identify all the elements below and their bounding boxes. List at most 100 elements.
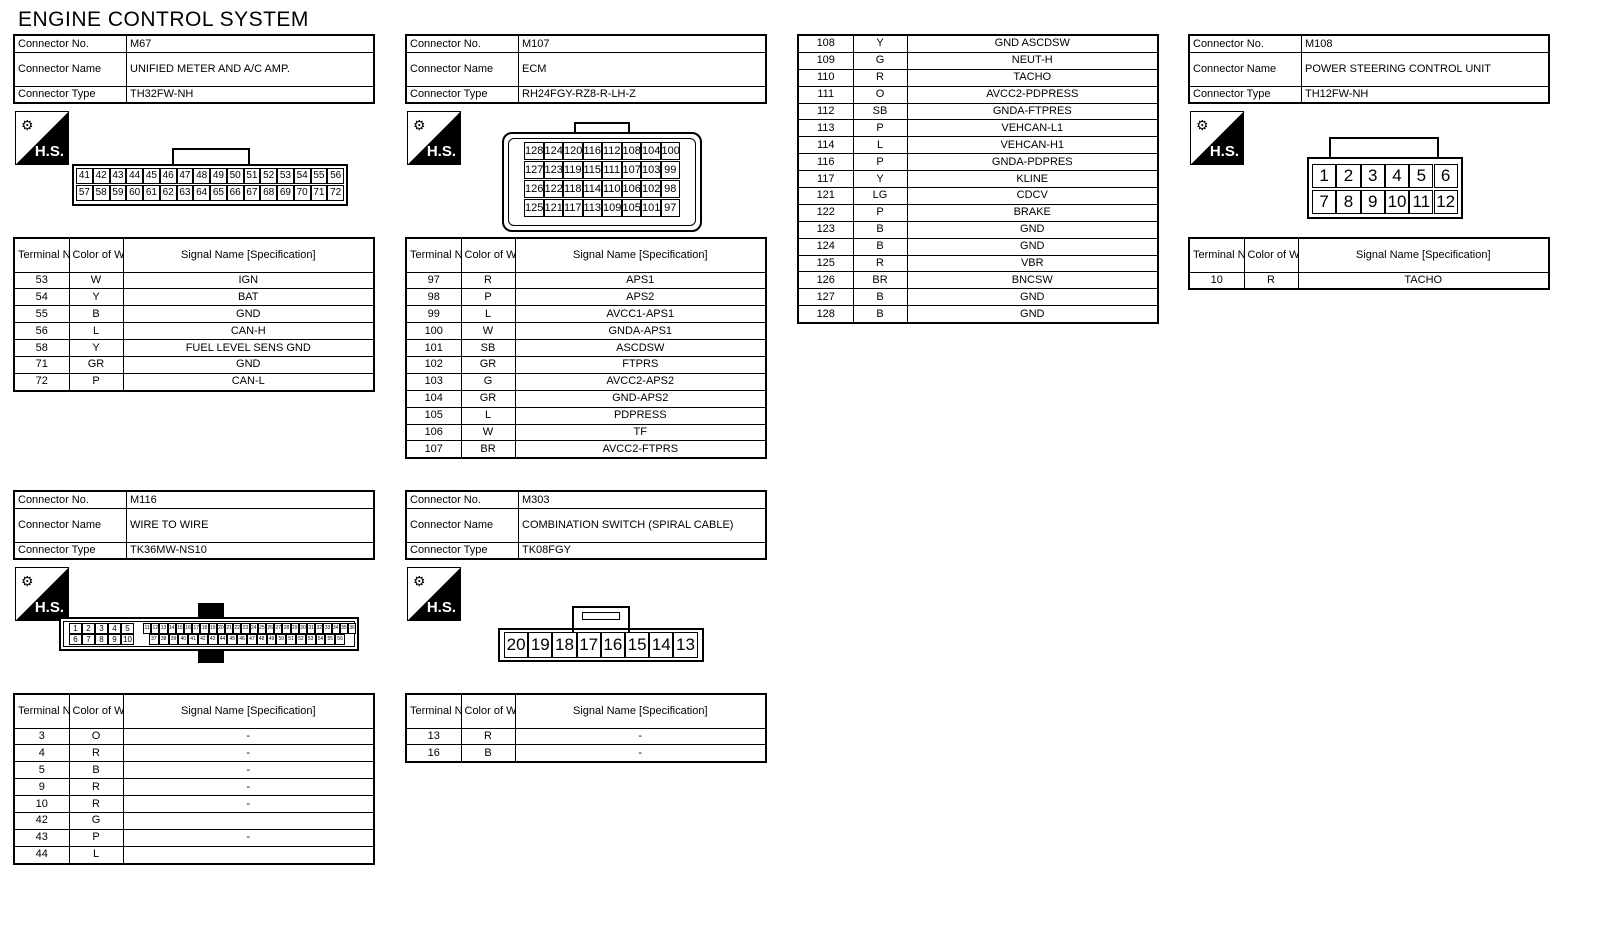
terminal-no-cell: 114	[797, 136, 854, 155]
color-of-wire-header: Color of Wire	[68, 693, 124, 729]
label-connector-name: Connector Name	[405, 507, 519, 543]
wire-color-cell: G	[852, 51, 908, 70]
connector-pin: 22	[233, 623, 242, 634]
signal-name-cell: -	[122, 761, 375, 780]
wire-color-cell: GR	[68, 355, 124, 374]
connector-pin: 11	[1409, 190, 1434, 214]
signal-name-cell: -	[514, 744, 767, 763]
connector-no-value: M108	[1301, 34, 1550, 53]
connector-pin: 102	[641, 180, 661, 198]
connector-pin: 113	[582, 199, 602, 217]
signal-name-cell: VBR	[906, 254, 1159, 273]
terminal-no-cell: 43	[13, 828, 70, 847]
signal-name-cell: -	[122, 727, 375, 746]
wire-color-cell: O	[852, 85, 908, 104]
wire-color-cell: L	[460, 406, 516, 425]
connector-pin: 51	[286, 634, 296, 645]
connector-pin: 49	[266, 634, 277, 645]
signal-name-cell: CAN-L	[122, 372, 375, 392]
connector-pin: 7	[82, 634, 95, 645]
signal-name-cell: AVCC2-APS2	[514, 372, 767, 391]
terminal-no-header: Terminal No.	[13, 237, 70, 273]
label-connector-name: Connector Name	[13, 507, 127, 543]
wire-color-cell: R	[852, 254, 908, 273]
wire-color-cell: R	[460, 727, 516, 746]
connector-pin: 13	[159, 623, 168, 634]
terminal-no-cell: 56	[13, 322, 70, 341]
connector-pin: 4	[1384, 164, 1410, 188]
connector-pin: 117	[563, 199, 583, 217]
signal-name-cell: KLINE	[906, 170, 1159, 189]
connector-pin: 1	[1312, 164, 1337, 188]
wire-color-cell: G	[68, 811, 124, 830]
connector-pin: 70	[293, 185, 311, 201]
connector-pin: 110	[602, 180, 622, 198]
wire-color-cell: R	[852, 68, 908, 87]
wire-color-cell: Y	[68, 288, 124, 307]
terminal-no-cell: 103	[405, 372, 462, 391]
signal-name-cell: APS2	[514, 288, 767, 307]
hs-icon: ⚙H.S.	[407, 567, 461, 621]
connector-pin: 56	[327, 168, 344, 184]
wire-color-cell: R	[1243, 271, 1299, 290]
signal-name-cell: AVCC2-PDPRESS	[906, 85, 1159, 104]
connector-pin: 19	[528, 632, 553, 658]
signal-name-cell: PDPRESS	[514, 406, 767, 425]
connector-pin: 42	[198, 634, 208, 645]
connector-pin: 4	[108, 623, 121, 634]
connector-pin: 41	[76, 168, 93, 184]
signal-name-cell: IGN	[122, 271, 375, 290]
signal-name-header: Signal Name [Specification]	[1297, 237, 1550, 273]
connector-pin: 106	[621, 180, 641, 198]
label-connector-type: Connector Type	[405, 85, 519, 104]
connector-pin: 72	[327, 185, 344, 201]
connector-name-value: UNIFIED METER AND A/C AMP.	[126, 51, 375, 87]
wire-color-cell: BR	[460, 440, 516, 459]
connector-pin: 10	[1384, 190, 1410, 214]
terminal-no-cell: 3	[13, 727, 70, 746]
signal-name-cell: -	[122, 828, 375, 847]
terminal-no-header: Terminal No.	[405, 693, 462, 729]
connector-pin: 44	[217, 634, 228, 645]
signal-name-cell: GND ASCDSW	[906, 34, 1159, 53]
wire-color-cell: P	[852, 153, 908, 172]
wire-color-cell: GR	[460, 389, 516, 408]
terminal-no-cell: 106	[405, 423, 462, 442]
signal-name-cell: GND-APS2	[514, 389, 767, 408]
connector-pin: 16	[184, 623, 193, 634]
connector-pin: 127	[524, 161, 544, 179]
connector-pin: 15	[175, 623, 184, 634]
wire-color-cell: W	[68, 271, 124, 290]
connector-pin: 36	[348, 623, 357, 634]
connector-pin: 49	[210, 168, 227, 184]
connector-pin: 56	[335, 634, 345, 645]
wire-color-cell: GR	[460, 355, 516, 374]
signal-name-cell: TF	[514, 423, 767, 442]
connector-pin: 68	[260, 185, 277, 201]
connector-pin: 2	[1336, 164, 1361, 188]
connector-pin: 5	[1409, 164, 1434, 188]
wire-color-cell: L	[68, 845, 124, 865]
